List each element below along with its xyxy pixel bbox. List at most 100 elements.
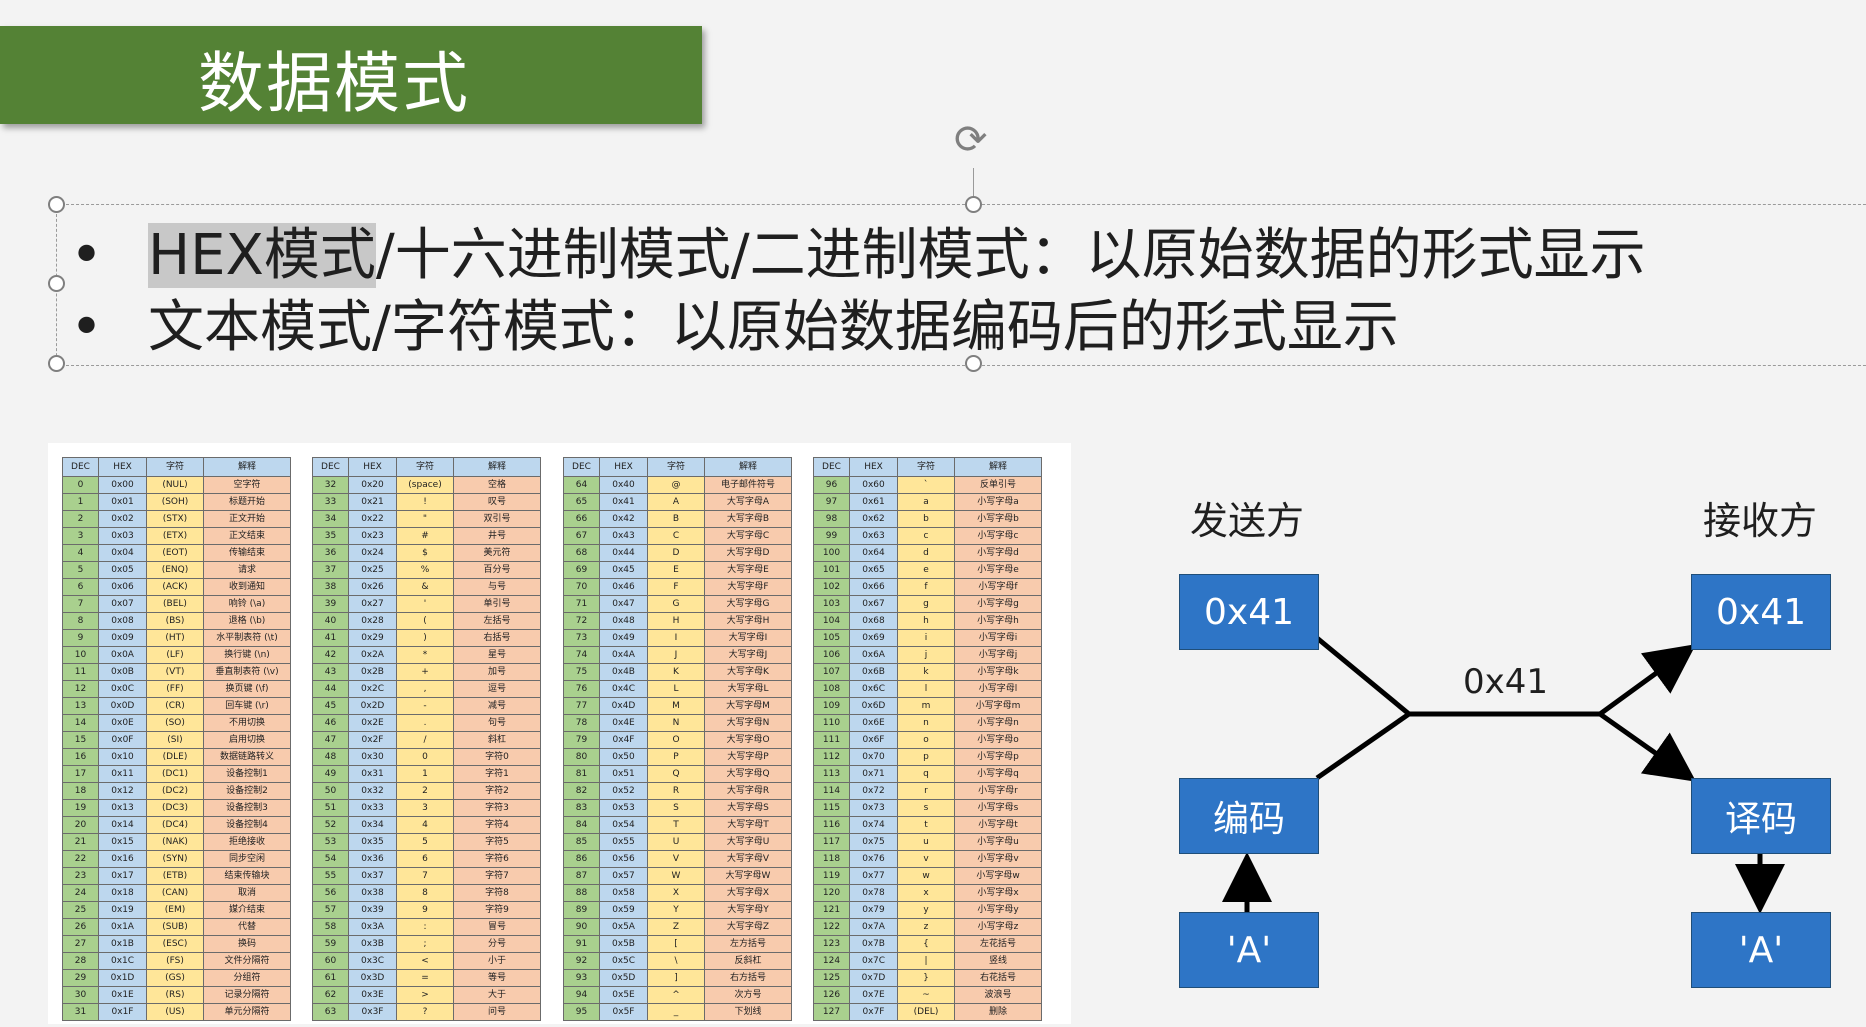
table-cell: 0x13 <box>98 799 147 817</box>
table-cell: T <box>647 816 705 834</box>
table-cell: 97 <box>813 493 850 511</box>
table-cell: - <box>396 697 454 715</box>
table-cell: 大写字母F <box>704 578 792 596</box>
table-cell: 左括号 <box>453 612 541 630</box>
bullet-symbol: • <box>70 223 104 288</box>
table-cell: K <box>647 663 705 681</box>
sender-char-box[interactable]: 'A' <box>1179 912 1319 988</box>
rotate-icon[interactable]: ⟳ <box>954 117 988 163</box>
table-cell: 代替 <box>203 918 291 936</box>
table-cell: 0x63 <box>849 527 898 545</box>
resize-handle-top-left[interactable] <box>48 196 65 213</box>
table-cell: (BS) <box>146 612 204 630</box>
table-cell: 叹号 <box>453 493 541 511</box>
bullet-line-2[interactable]: •文本模式/字符模式：以原始数据编码后的形式显示 <box>70 282 1399 363</box>
table-cell: 0x41 <box>599 493 648 511</box>
table-cell: 正文结束 <box>203 527 291 545</box>
resize-handle-bottom-left[interactable] <box>48 355 65 372</box>
table-cell: 小写字母f <box>954 578 1042 596</box>
selected-text[interactable]: HEX模式 <box>148 223 376 288</box>
table-cell: (DC4) <box>146 816 204 834</box>
table-cell: 78 <box>563 714 600 732</box>
table-cell: & <box>396 578 454 596</box>
table-cell: 0x08 <box>98 612 147 630</box>
encode-box[interactable]: 编码 <box>1179 778 1319 854</box>
table-cell: 0x33 <box>348 799 397 817</box>
table-cell: 100 <box>813 544 850 562</box>
decode-box[interactable]: 译码 <box>1691 778 1831 854</box>
bullet-line-1[interactable]: •HEX模式/十六进制模式/二进制模式：以原始数据的形式显示 <box>70 210 1646 291</box>
table-cell: 35 <box>312 527 349 545</box>
table-cell: E <box>647 561 705 579</box>
table-cell: 0x31 <box>348 765 397 783</box>
table-cell: 114 <box>813 782 850 800</box>
resize-handle-bottom-middle[interactable] <box>965 355 982 372</box>
table-cell: 大写字母O <box>704 731 792 749</box>
table-cell: 单引号 <box>453 595 541 613</box>
table-cell: 18 <box>62 782 99 800</box>
receiver-char-box[interactable]: 'A' <box>1691 912 1831 988</box>
table-cell: 不用切换 <box>203 714 291 732</box>
table-cell: * <box>396 646 454 664</box>
table-cell: O <box>647 731 705 749</box>
table-cell: V <box>647 850 705 868</box>
resize-handle-top-middle[interactable] <box>965 196 982 213</box>
resize-handle-middle-left[interactable] <box>48 275 65 292</box>
table-cell: 53 <box>312 833 349 851</box>
table-cell: 小写字母j <box>954 646 1042 664</box>
table-cell: 字符0 <box>453 748 541 766</box>
table-cell: 大写字母L <box>704 680 792 698</box>
table-cell: 126 <box>813 986 850 1004</box>
receiver-hex-box[interactable]: 0x41 <box>1691 574 1831 650</box>
table-cell: 右括号 <box>453 629 541 647</box>
table-cell: 大写字母R <box>704 782 792 800</box>
table-cell: 0x3E <box>348 986 397 1004</box>
table-cell: 22 <box>62 850 99 868</box>
sender-hex-box[interactable]: 0x41 <box>1179 574 1319 650</box>
table-cell: 65 <box>563 493 600 511</box>
table-cell: 108 <box>813 680 850 698</box>
table-cell: 0x5C <box>599 952 648 970</box>
table-cell: 星号 <box>453 646 541 664</box>
table-cell: 14 <box>62 714 99 732</box>
table-cell: 大写字母T <box>704 816 792 834</box>
table-header-cell: DEC <box>62 457 99 477</box>
table-cell: j <box>897 646 955 664</box>
table-cell: 设备控制2 <box>203 782 291 800</box>
table-cell: 小写字母t <box>954 816 1042 834</box>
table-cell: 0x0E <box>98 714 147 732</box>
table-cell: 40 <box>312 612 349 630</box>
table-cell: 0x1C <box>98 952 147 970</box>
rotation-handle-line <box>973 168 974 204</box>
table-cell: q <box>897 765 955 783</box>
table-cell: 0x46 <box>599 578 648 596</box>
table-cell: < <box>396 952 454 970</box>
table-cell: 57 <box>312 901 349 919</box>
table-cell: 0x76 <box>849 850 898 868</box>
